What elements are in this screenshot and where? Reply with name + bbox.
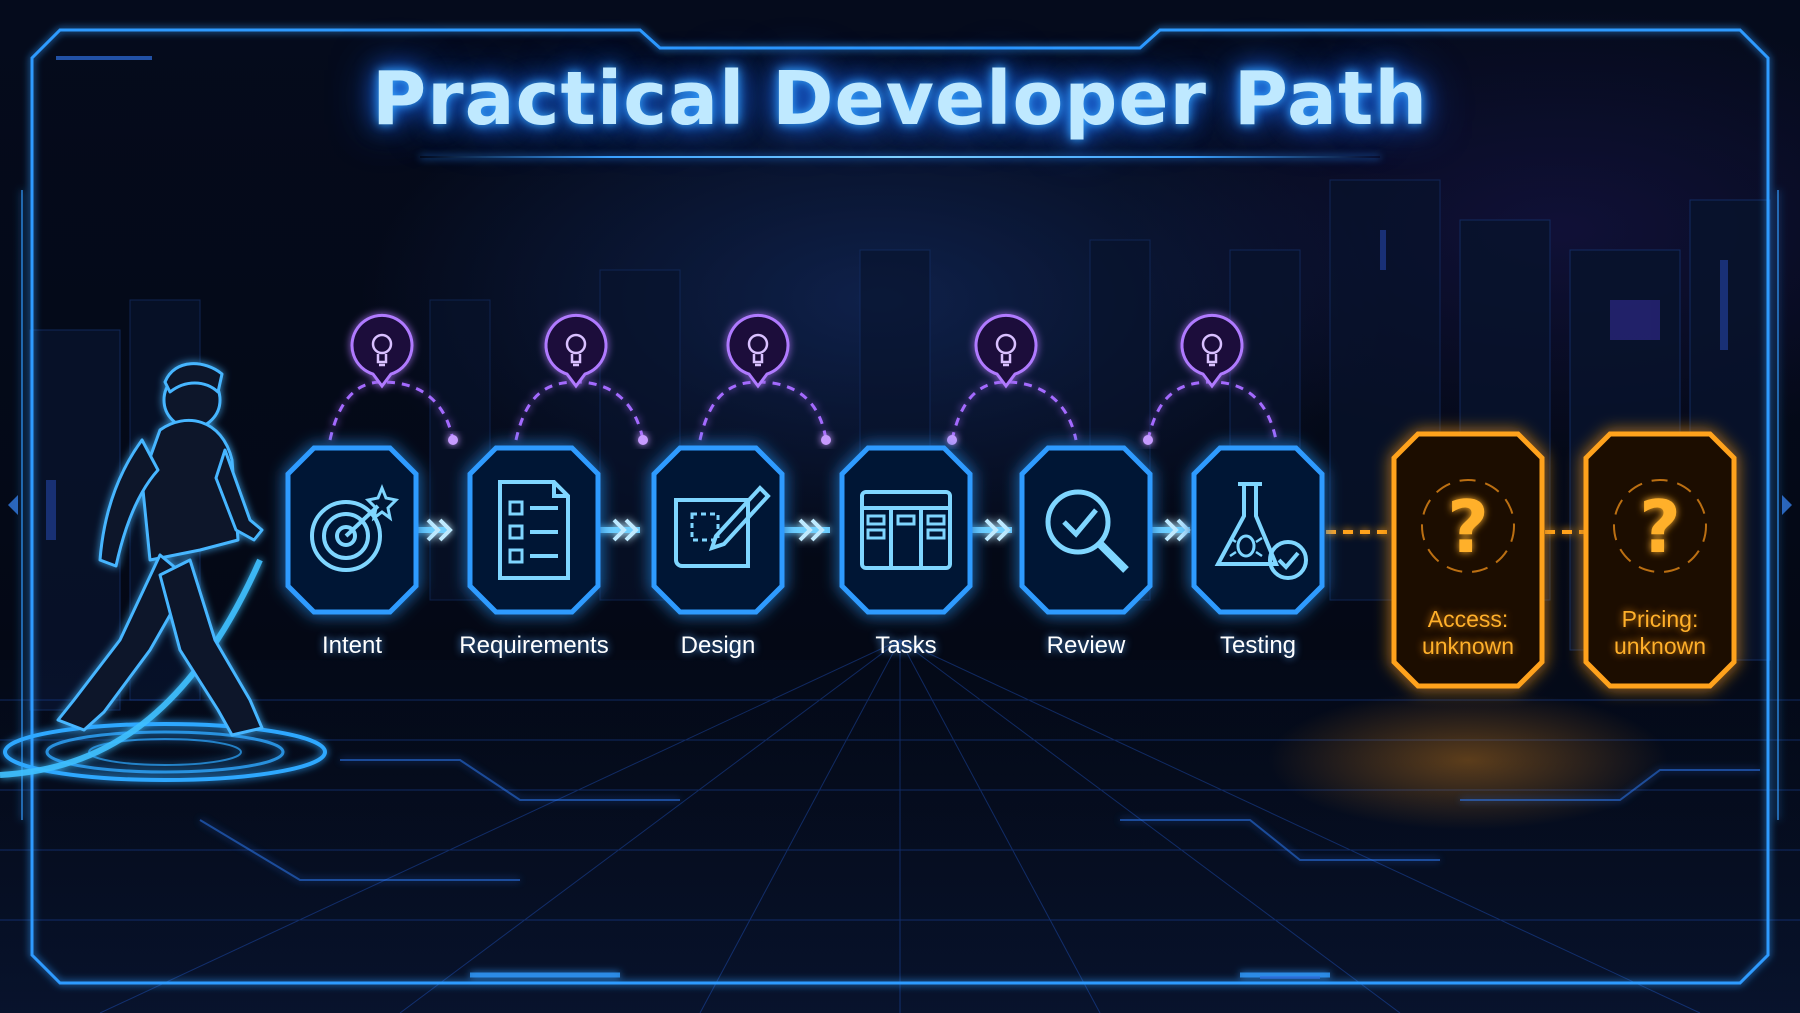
lightbulb-icon — [1180, 313, 1244, 389]
developer-figure-icon — [0, 362, 327, 782]
building-windows — [46, 230, 1728, 540]
unknown-label-access: Access: unknown — [1421, 606, 1515, 659]
target-icon — [310, 483, 400, 572]
svg-text:?: ? — [1639, 485, 1681, 569]
flask-bug-check-icon — [1214, 482, 1308, 580]
step-node-review — [1019, 445, 1153, 615]
step-node-requirements — [467, 445, 601, 615]
step-label-testing: Testing — [1219, 632, 1297, 659]
step-node-design — [651, 445, 785, 615]
idea-arc-dots — [448, 435, 1153, 445]
lightbulb-icon — [974, 313, 1038, 389]
title-underline — [420, 156, 1380, 158]
step-label-review: Review — [1046, 632, 1126, 659]
question-mark-icon: ? — [1421, 479, 1515, 573]
step-label-design: Design — [680, 632, 756, 659]
blueprint-pencil-icon — [674, 485, 771, 568]
hud-dashes — [56, 56, 1320, 979]
step-node-testing — [1191, 445, 1325, 615]
lightbulb-icon — [350, 313, 414, 389]
lightbulb-badges — [350, 313, 1244, 389]
svg-text:?: ? — [1447, 485, 1489, 569]
step-label-requirements: Requirements — [459, 632, 609, 659]
task-board-icon — [860, 490, 952, 570]
circuit-traces — [199, 759, 1760, 881]
lightbulb-icon — [726, 313, 790, 389]
unknown-node-pricing: ? — [1583, 431, 1737, 689]
question-mark-icon: ? — [1613, 479, 1707, 573]
unknown-label-pricing: Pricing: unknown — [1613, 606, 1707, 659]
step-node-intent — [285, 445, 419, 615]
magnifier-check-icon — [1045, 489, 1129, 573]
page-title: Practical Developer Path — [371, 56, 1429, 142]
checklist-icon — [498, 480, 570, 580]
step-node-tasks — [839, 445, 973, 615]
step-label-intent: Intent — [321, 632, 383, 659]
step-label-tasks: Tasks — [875, 632, 937, 659]
orange-reflection — [1268, 690, 1668, 830]
hud-side-arrows — [8, 495, 1792, 515]
lightbulb-icon — [544, 313, 608, 389]
hud-frame — [21, 28, 1779, 985]
unknown-node-access: ? — [1391, 431, 1545, 689]
